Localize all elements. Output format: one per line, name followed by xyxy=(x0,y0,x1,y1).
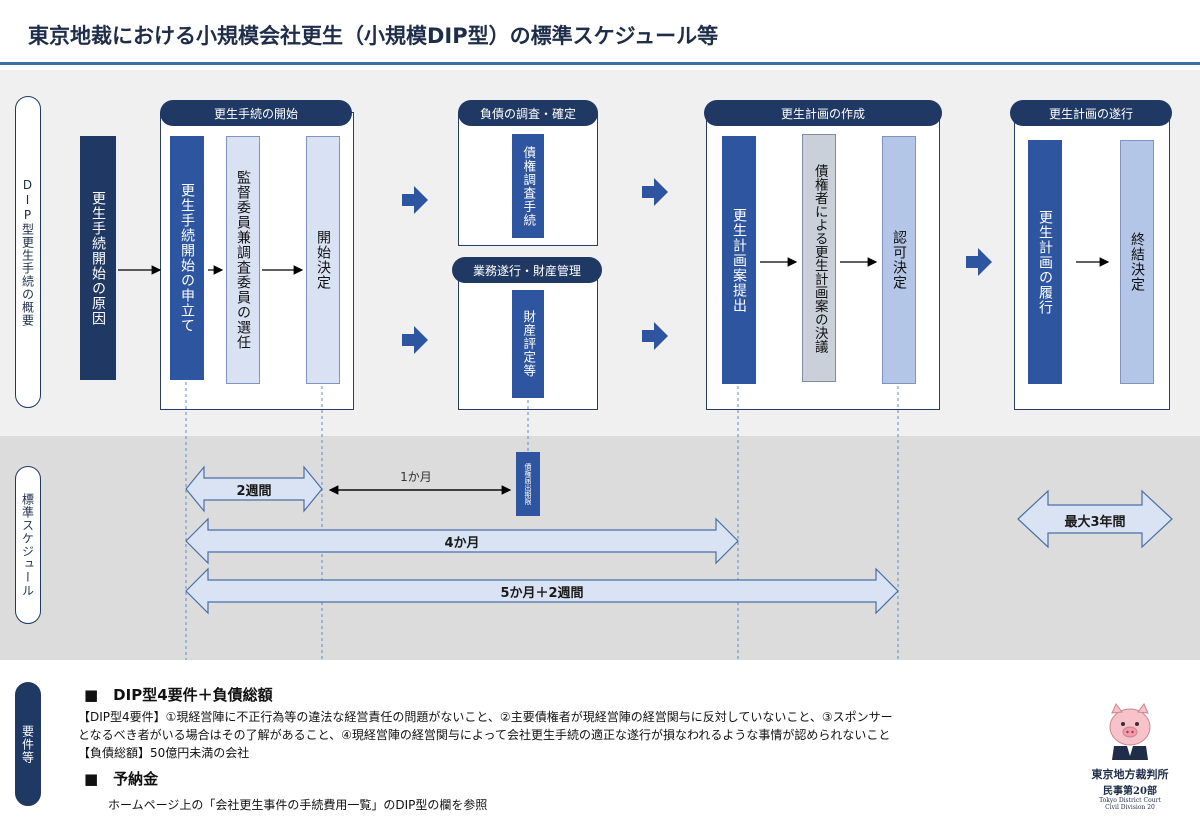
box-petition: 更生手続開始の申立て xyxy=(170,136,204,380)
side-label-requirements: 要件等 xyxy=(15,682,41,806)
box-claims-deadline: 債権届出期限 xyxy=(516,452,540,516)
side-label-schedule: 標準スケジュール xyxy=(15,466,41,624)
section-plan-header: 更生計画の作成 xyxy=(704,100,942,126)
req-heading-dip: ■ DIP型4要件＋負債総額 xyxy=(84,686,273,704)
req-heading-fee: ■ 予納金 xyxy=(84,770,159,788)
box-plan-vote: 債権者による更生計画案の決議 xyxy=(802,134,836,382)
court-logo: 東京地方裁判所 民事第20部 Tokyo District Court Civi… xyxy=(1082,700,1178,824)
box-selection: 監督委員兼調査委員の選任 xyxy=(226,136,260,384)
page-title: 東京地裁における小規模会社更生（小規模DIP型）の標準スケジュール等 xyxy=(28,24,719,48)
title-rule xyxy=(0,62,1200,65)
box-plan-submit: 更生計画案提出 xyxy=(722,136,756,384)
block-arrows xyxy=(402,178,992,354)
label-max-three-years: 最大3年間 xyxy=(1064,515,1126,530)
block-arrow-1 xyxy=(402,186,428,214)
label-two-weeks: 2週間 xyxy=(236,484,272,499)
logo-en-division: Civil Division 20 xyxy=(1105,804,1155,811)
section-debt-header: 負債の調査・確定 xyxy=(458,100,598,126)
req-line-2: となるべき者がいる場合はその了解があること、④現経営陣の経営関与によって会社更生… xyxy=(78,728,891,742)
box-start-decision: 開始決定 xyxy=(306,136,340,384)
section-business-header: 業務遂行・財産管理 xyxy=(452,257,602,283)
section-exec-header: 更生計画の遂行 xyxy=(1010,100,1172,126)
logo-en-court: Tokyo District Court xyxy=(1099,797,1161,804)
bar-max-three-years xyxy=(1017,489,1173,549)
section-start-header: 更生手続の開始 xyxy=(160,100,352,126)
schedule-bars xyxy=(185,465,1173,615)
req-line-4: ホームページ上の「会社更生事件の手続費用一覧」のDIP型の欄を参照 xyxy=(108,798,488,812)
box-claims-investigation: 債権調査手続 xyxy=(512,134,544,238)
block-arrow-3 xyxy=(642,178,668,206)
label-four-months: 4か月 xyxy=(444,536,480,551)
side-label-schedule-text: 標準スケジュール xyxy=(20,493,35,597)
label-one-month: 1か月 xyxy=(400,470,432,484)
bar-four-months xyxy=(185,517,739,565)
side-label-overview: DIP型更生手続の概要 xyxy=(15,96,41,408)
box-plan-exec: 更生計画の履行 xyxy=(1028,140,1062,384)
timeline-dashed-lines xyxy=(185,382,899,660)
box-cause: 更生手続開始の原因 xyxy=(80,136,116,380)
bar-two-weeks xyxy=(185,465,323,513)
block-arrow-2 xyxy=(402,326,428,354)
bar-five-months xyxy=(185,567,899,615)
logo-court-name: 東京地方裁判所 xyxy=(1091,768,1169,781)
logo-division: 民事第20部 xyxy=(1103,786,1157,797)
pig-mascot-icon xyxy=(1109,703,1151,760)
req-line-3: 【負債総額】50億円未満の会社 xyxy=(78,746,250,760)
block-arrow-4 xyxy=(642,322,668,350)
side-label-overview-text: DIP型更生手続の概要 xyxy=(20,177,35,327)
side-label-requirements-text: 要件等 xyxy=(20,724,35,764)
box-asset-eval: 財産評定等 xyxy=(512,290,544,398)
box-conclusion: 終結決定 xyxy=(1120,140,1154,384)
box-approval: 認可決定 xyxy=(882,136,916,384)
req-line-1: 【DIP型4要件】①現経営陣に不正行為等の違法な経営責任の問題がないこと、②主要… xyxy=(78,710,893,724)
label-five-months: 5か月＋2週間 xyxy=(500,586,584,601)
block-arrow-5 xyxy=(966,248,992,276)
